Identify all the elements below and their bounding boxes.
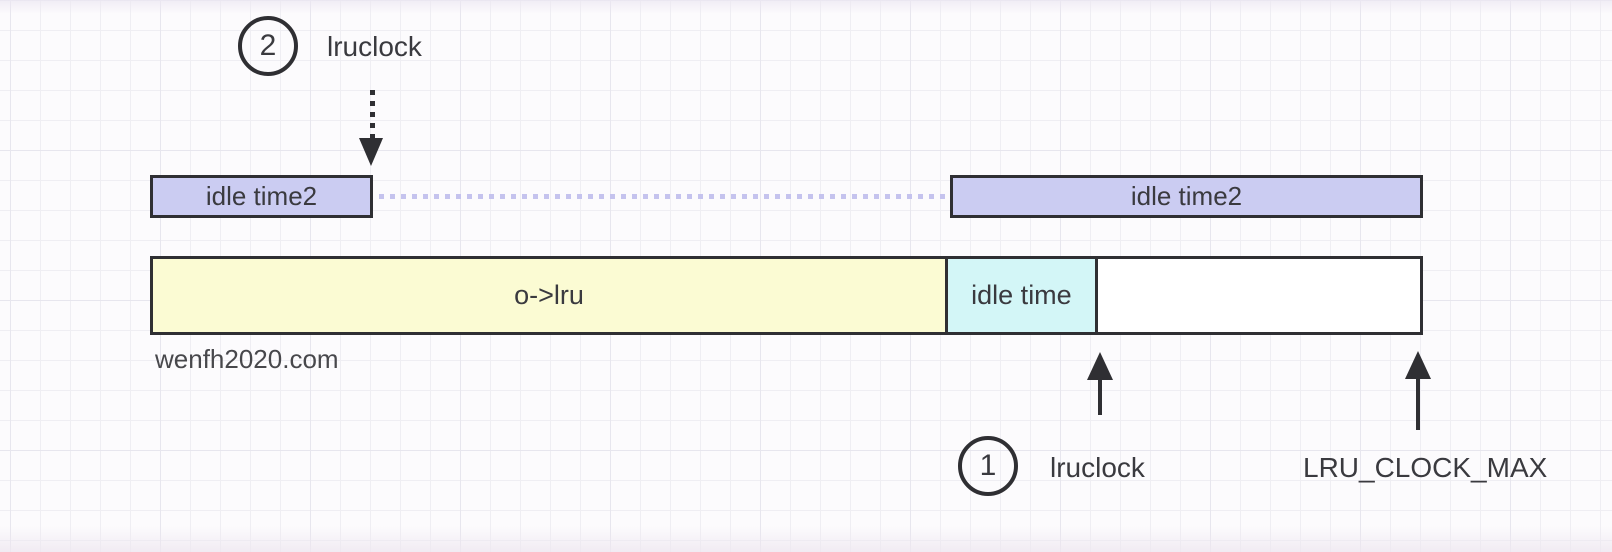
lru-clock-bar: o->lru idle time — [150, 256, 1423, 335]
idle-time2-box-right: idle time2 — [950, 175, 1423, 218]
segment-remaining — [1094, 256, 1423, 335]
segment-idle-time: idle time — [945, 256, 1098, 335]
segment-o-lru: o->lru — [150, 256, 949, 335]
step-2-lruclock-label: lruclock — [327, 31, 422, 62]
lru-clock-max-label: LRU_CLOCK_MAX — [1303, 452, 1548, 483]
watermark-text: wenfh2020.com — [155, 344, 339, 374]
dotted-connector-line — [379, 194, 945, 199]
up-arrow-shaft-max — [1416, 375, 1420, 430]
idle-time2-right-label: idle time2 — [1130, 181, 1243, 211]
segment-o-lru-label: o->lru — [514, 280, 584, 310]
step-1-badge: 1 — [958, 436, 1018, 496]
step-2-badge: 2 — [238, 16, 298, 76]
down-arrow-head-icon — [359, 138, 383, 166]
idle-time2-box-left: idle time2 — [150, 175, 373, 218]
up-arrow-head-max-icon — [1405, 351, 1431, 379]
dotted-down-arrow-shaft — [370, 90, 375, 140]
step-1-number: 1 — [979, 449, 997, 482]
step-2-number: 2 — [259, 29, 277, 62]
up-arrow-head-lruclock-icon — [1087, 352, 1113, 380]
up-arrow-shaft-lruclock — [1098, 376, 1102, 415]
segment-idle-time-label: idle time — [971, 280, 1072, 310]
idle-time2-left-label: idle time2 — [205, 181, 318, 211]
step-1-lruclock-label: lruclock — [1050, 452, 1145, 483]
